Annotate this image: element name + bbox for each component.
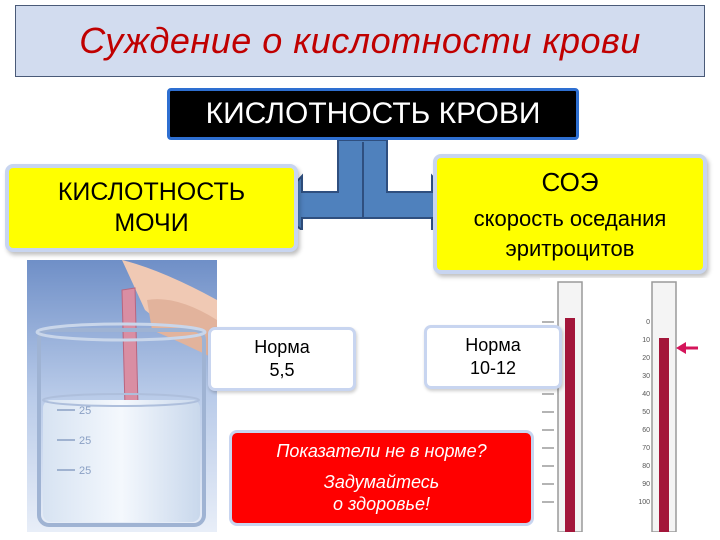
tube-scale-80: 80: [642, 463, 650, 470]
esr-tubes-image: 0 10 20 30 40 50 60 70 80 90 100: [540, 278, 715, 532]
urine-norm-box: Норма 5,5: [208, 327, 356, 391]
blood-acidity-header: КИСЛОТНОСТЬ КРОВИ: [167, 88, 579, 140]
esr-line1: скорость оседания: [473, 205, 667, 231]
urine-line2: МОЧИ: [114, 209, 189, 237]
esr-norm-box: Норма 10-12: [424, 325, 562, 389]
tube-scale-10: 10: [642, 337, 650, 344]
tube-scale-0: 0: [646, 319, 650, 326]
esr-title: СОЭ: [541, 166, 599, 197]
warning-line2: Задумайтесь: [323, 472, 440, 493]
beaker-mark-2: 25: [79, 435, 91, 447]
double-arrow-connector-icon: [272, 140, 462, 230]
warning-box: Показатели не в норме? Задумайтесь о здо…: [229, 430, 534, 526]
esr-norm-value: 10-12: [469, 358, 517, 378]
tube-scale-70: 70: [642, 445, 650, 452]
esr-norm-label: Норма: [465, 334, 521, 355]
tube-scale-60: 60: [642, 427, 650, 434]
tube-scale-100: 100: [638, 499, 650, 506]
beaker-mark-1: 25: [79, 405, 91, 417]
urine-norm-value: 5,5: [269, 360, 295, 380]
page-title: Суждение о кислотности крови: [79, 20, 641, 61]
tube-scale-50: 50: [642, 409, 650, 416]
title-bar: Суждение о кислотности крови: [15, 5, 705, 77]
tube-scale-90: 90: [642, 481, 650, 488]
tube-scale-30: 30: [642, 373, 650, 380]
beaker-with-test-strip-image: 25 25 25: [27, 260, 217, 532]
warning-line3: о здоровье!: [332, 493, 431, 514]
urine-norm-label: Норма: [254, 336, 310, 357]
urine-line1: КИСЛОТНОСТЬ: [57, 177, 246, 206]
esr-box: СОЭ скорость оседания эритроцитов: [433, 154, 707, 274]
tube-scale-20: 20: [642, 355, 650, 362]
esr-line2: эритроцитов: [505, 235, 635, 261]
tube-scale-40: 40: [642, 391, 650, 398]
warning-question: Показатели не в норме?: [276, 440, 487, 461]
urine-acidity-box: КИСЛОТНОСТЬ МОЧИ: [5, 164, 298, 252]
beaker-mark-3: 25: [79, 465, 91, 477]
test-tube-marker-arrow-icon: [676, 342, 698, 354]
